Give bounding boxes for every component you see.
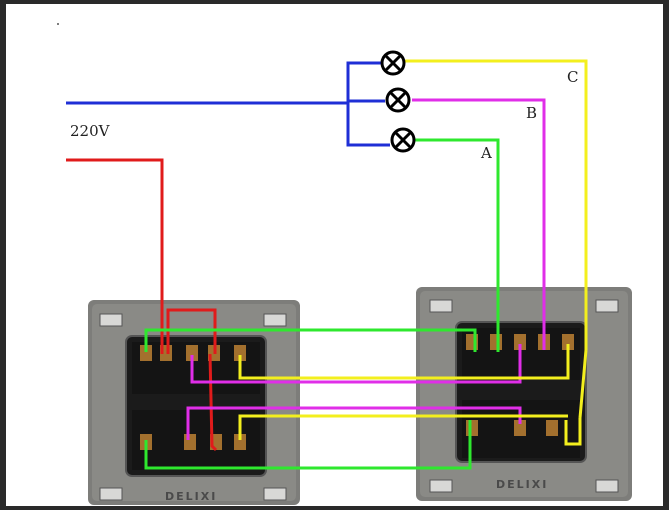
left-switch-brand: DELIXI [165,490,218,503]
line-b-label: B [526,104,538,122]
line-c-label: C [567,68,579,86]
line-a-label: A [481,144,492,162]
lamp-a-icon [390,127,416,153]
wire-c [238,59,588,446]
wire-a [144,138,500,470]
lamp-c-icon [380,50,406,76]
lamp-b-icon [385,87,411,113]
left-switch-plate [88,300,300,505]
voltage-label: 220V [70,122,110,140]
right-switch-brand: DELIXI [496,478,549,491]
live-wire [66,158,218,452]
neutral-wire [66,61,390,147]
